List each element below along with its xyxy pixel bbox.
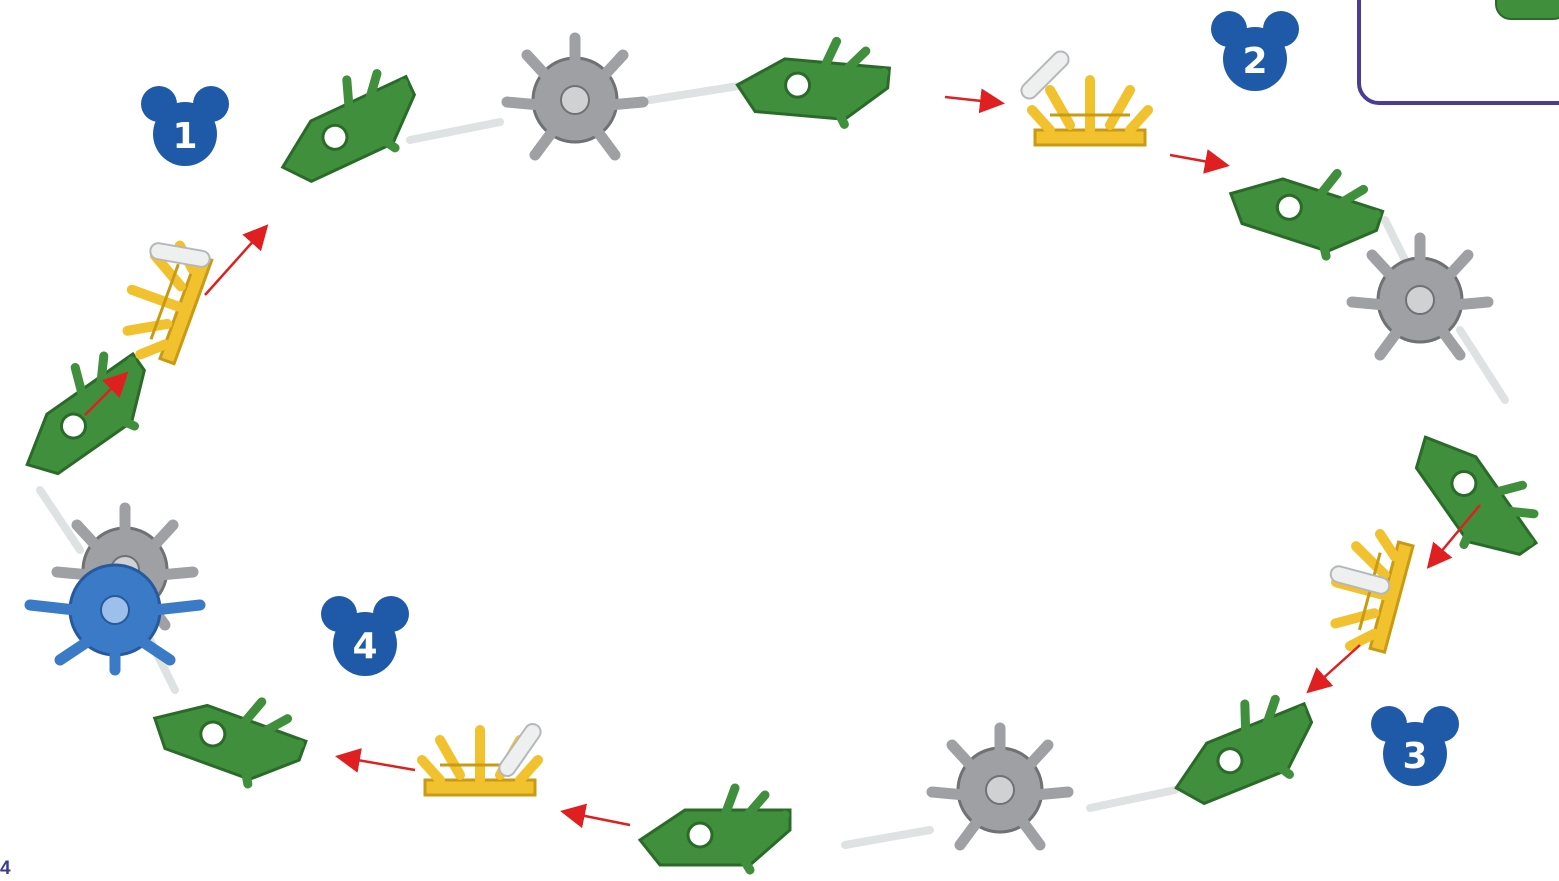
gray-connector-bottom (932, 728, 1068, 845)
green-connector-right (1401, 407, 1554, 577)
inset-panel (1357, 0, 1559, 105)
assembly-arrows (84, 88, 1481, 829)
green-connector-bottom-center (640, 788, 790, 870)
step-badge-2: 2 (1211, 11, 1299, 91)
inset-green-connector (1495, 0, 1559, 20)
step-number-4: 4 (352, 626, 377, 667)
green-connector-bottom-right (1157, 683, 1327, 815)
blue-connector (24, 563, 206, 676)
green-connector-top-right (1221, 144, 1389, 268)
gray-connector-top (507, 38, 643, 155)
page-number: 4 (0, 858, 11, 879)
step-number-3: 3 (1402, 736, 1427, 777)
step-badge-1: 1 (141, 86, 229, 166)
green-connector-top-left (261, 57, 432, 195)
yellow-connector-2 (1032, 80, 1148, 145)
step-number-1: 1 (172, 116, 197, 157)
step-badge-4: 4 (321, 596, 409, 676)
white-rod-4 (495, 719, 545, 781)
white-rod-2 (1017, 47, 1073, 103)
step-badge-3: 3 (1371, 706, 1459, 786)
green-connector-top-center (735, 33, 892, 128)
step-number-2: 2 (1242, 41, 1267, 82)
